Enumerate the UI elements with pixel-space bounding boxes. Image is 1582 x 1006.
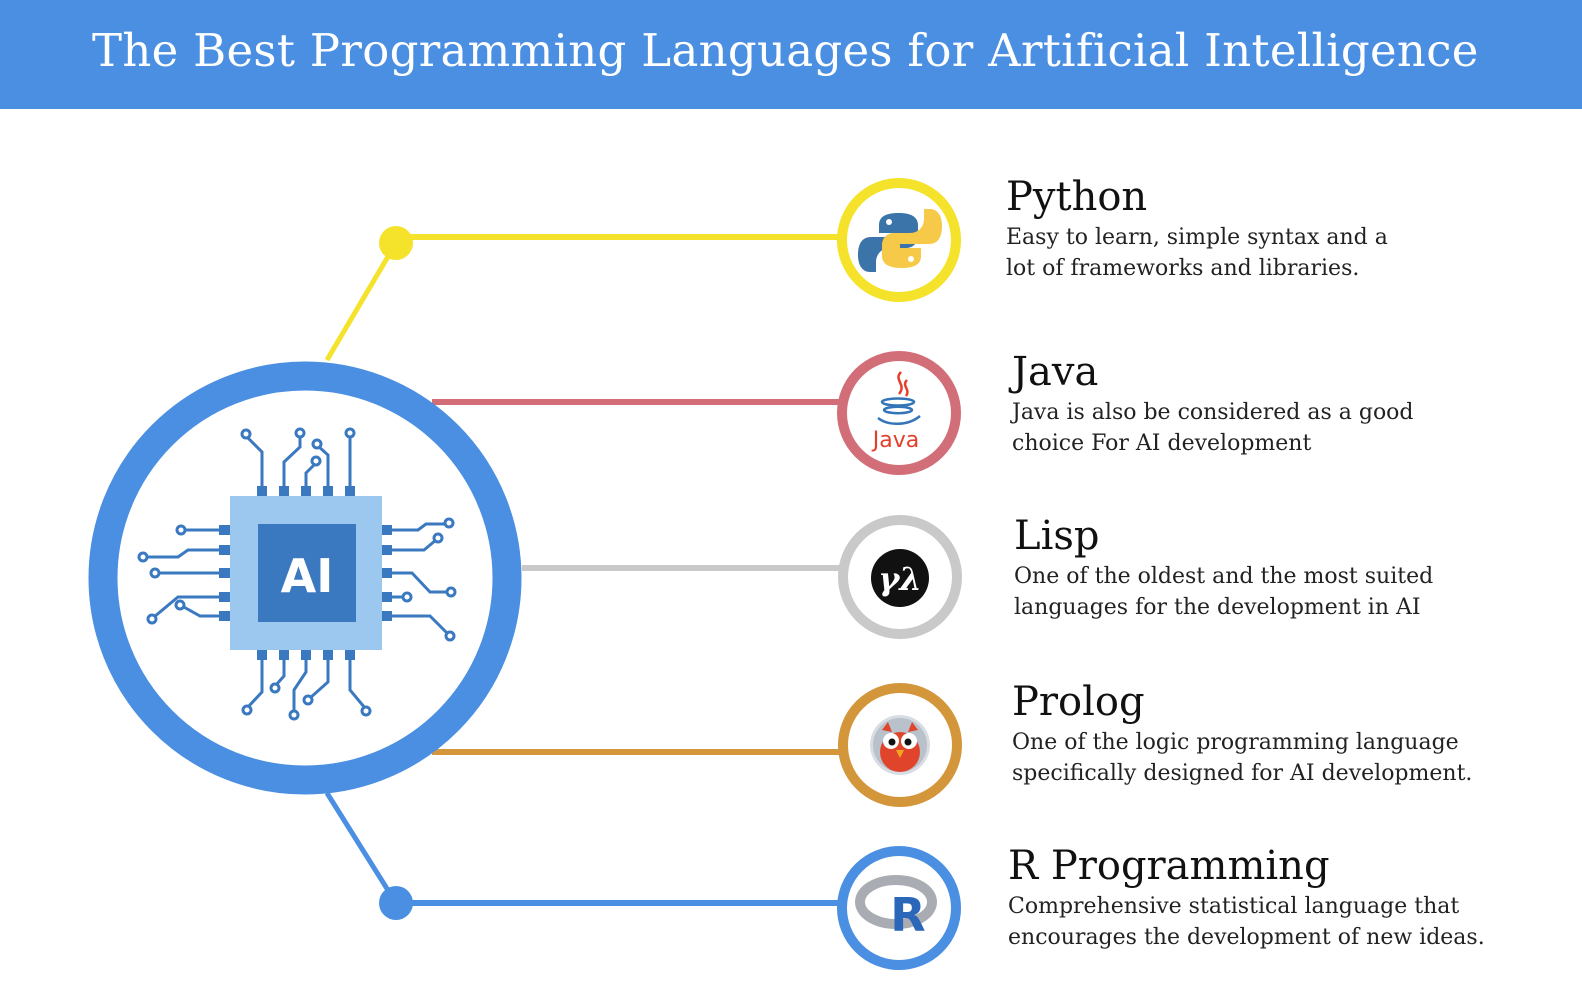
lisp-logo-icon: γλ [871,549,929,607]
r-logo-text: R [890,888,925,942]
prolog-description: One of the logic programming language sp… [1012,730,1473,786]
svg-text:γλ: γλ [878,560,922,598]
java-logo-icon: Java [871,371,921,453]
r-badge: R [837,846,961,970]
chip-core [258,524,356,622]
python-logo-icon [858,209,942,272]
python-description: Easy to learn, simple syntax and a lot o… [1006,225,1388,281]
prolog-owl-logo-icon [870,715,930,775]
java-name: Java [1012,349,1099,395]
python-name: Python [1006,174,1148,220]
lisp-item: Lisp One of the oldest and the most suit… [1014,513,1433,623]
r-programming-item: R Programming Comprehensive statistical … [1008,843,1485,953]
chip-label: AI [281,549,334,603]
java-description: Java is also be considered as a good cho… [1012,400,1414,456]
python-connector-dot [379,226,413,260]
python-connector-diagonal [324,241,399,362]
page-title: The Best Programming Languages for Artif… [92,24,1479,77]
python-badge [837,178,961,302]
prolog-badge [838,683,962,807]
prolog-item: Prolog One of the logic programming lang… [1012,679,1472,789]
title-banner: The Best Programming Languages for Artif… [0,0,1582,109]
lisp-description: One of the oldest and the most suited la… [1014,564,1434,620]
java-item: Java Java is also be considered as a goo… [1012,349,1414,459]
connectors [324,226,842,920]
lisp-badge: γλ [838,515,962,639]
r-connector-diagonal [324,791,399,905]
chip-traces [137,427,457,721]
prolog-name: Prolog [1012,679,1145,725]
r-programming-name: R Programming [1008,843,1330,889]
java-badge: Java [837,351,961,475]
r-connector-dot [379,886,413,920]
java-logo-text: Java [871,428,919,453]
python-item: Python Easy to learn, simple syntax and … [1006,174,1388,284]
ai-hub: AI [88,361,522,795]
r-programming-description: Comprehensive statistical language that … [1008,894,1485,950]
r-logo-icon: R [855,875,937,942]
chip-pins [219,486,392,660]
lisp-name: Lisp [1014,513,1100,559]
